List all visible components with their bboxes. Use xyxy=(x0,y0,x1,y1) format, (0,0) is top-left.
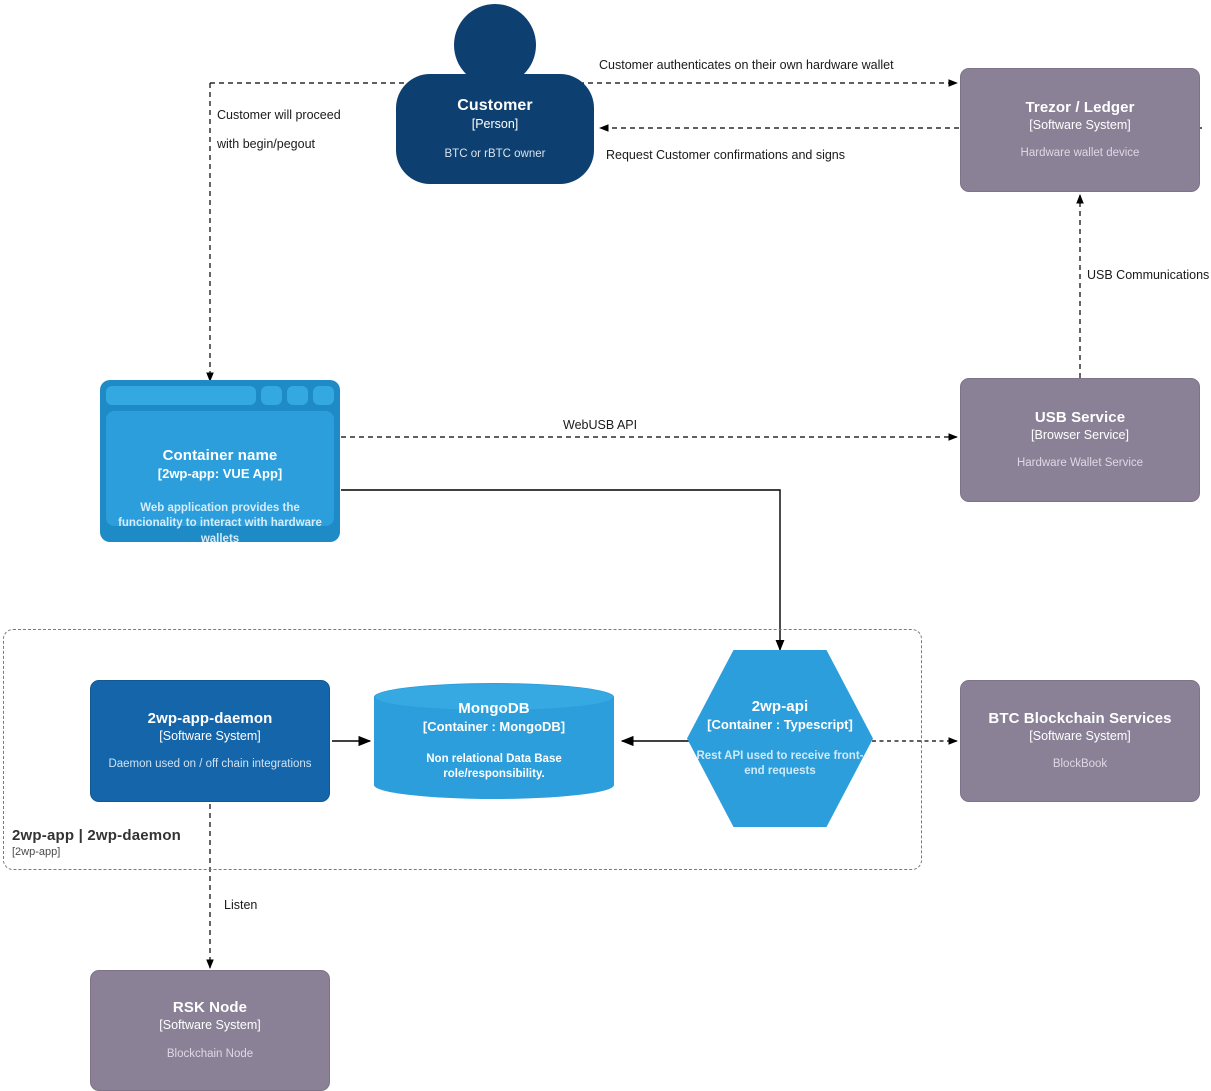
node-rsk-node[interactable]: RSK Node [Software System] Blockchain No… xyxy=(90,970,330,1091)
edge-label-customer-proceed-line1: Customer will proceed xyxy=(217,108,341,122)
mongodb-description: Non relational Data Base role/responsibi… xyxy=(426,753,562,781)
mongodb-title: MongoDB xyxy=(458,699,530,717)
edge-app-to-api xyxy=(341,489,785,652)
browser-close-button[interactable] xyxy=(313,386,334,405)
edge-label-customer-authenticates: Customer authenticates on their own hard… xyxy=(599,58,894,72)
node-btc-blockchain-services[interactable]: BTC Blockchain Services [Software System… xyxy=(960,680,1200,802)
edge-label-customer-proceed-line2: with begin/pegout xyxy=(217,137,315,151)
btc-services-type: [Software System] xyxy=(1029,728,1131,743)
btc-services-description: BlockBook xyxy=(1052,758,1108,771)
mongodb-text: MongoDB [Container : MongoDB] Non relati… xyxy=(374,683,614,799)
edge-label-listen: Listen xyxy=(224,898,258,912)
browser-title-bar xyxy=(106,386,334,405)
cylinder-bottom xyxy=(374,771,614,799)
node-customer[interactable]: Customer [Person] BTC or rBTC owner xyxy=(396,4,594,184)
btc-services-title: BTC Blockchain Services xyxy=(988,709,1172,727)
daemon-title: 2wp-app-daemon xyxy=(147,709,273,727)
usb-service-description: Hardware Wallet Service xyxy=(1016,457,1144,470)
trezor-ledger-type: [Software System] xyxy=(1029,117,1131,132)
cylinder-top xyxy=(374,683,614,711)
person-head-icon xyxy=(454,4,536,86)
container-name-type: [2wp-app: VUE App] xyxy=(157,466,283,482)
browser-address-bar[interactable] xyxy=(106,386,256,405)
api-type: [Container : Typescript] xyxy=(707,717,853,733)
browser-maximize-button[interactable] xyxy=(287,386,308,405)
api-description: Rest API used to receive front-end reque… xyxy=(696,750,864,778)
node-container-name[interactable]: Container name [2wp-app: VUE App] Web ap… xyxy=(100,380,340,545)
rsk-node-title: RSK Node xyxy=(172,999,248,1017)
container-name-description: Web application provides the funcionalit… xyxy=(118,501,322,545)
node-usb-service[interactable]: USB Service [Browser Service] Hardware W… xyxy=(960,378,1200,502)
usb-service-title: USB Service xyxy=(1034,408,1126,426)
node-trezor-ledger[interactable]: Trezor / Ledger [Software System] Hardwa… xyxy=(960,68,1200,192)
boundary-type: [2wp-app] xyxy=(12,846,61,858)
browser-minimize-button[interactable] xyxy=(261,386,282,405)
daemon-description: Daemon used on / off chain integrations xyxy=(108,758,312,771)
edge-label-request-confirmations: Request Customer confirmations and signs xyxy=(606,148,846,162)
edge-label-webusb-api: WebUSB API xyxy=(563,418,638,432)
boundary-label: 2wp-app | 2wp-daemon [2wp-app] xyxy=(12,827,181,858)
customer-type: [Person] xyxy=(471,116,519,131)
customer-body: Customer [Person] BTC or rBTC owner xyxy=(396,74,594,184)
node-2wp-api[interactable]: 2wp-api [Container : Typescript] Rest AP… xyxy=(687,650,873,827)
browser-content: Container name [2wp-app: VUE App] Web ap… xyxy=(106,411,334,545)
node-mongodb[interactable]: MongoDB [Container : MongoDB] Non relati… xyxy=(374,683,614,799)
boundary-title: 2wp-app | 2wp-daemon xyxy=(12,827,182,844)
customer-title: Customer xyxy=(457,96,533,114)
rsk-node-description: Blockchain Node xyxy=(166,1047,254,1060)
api-title: 2wp-api xyxy=(751,697,809,715)
rsk-node-type: [Software System] xyxy=(159,1018,261,1033)
cylinder-body xyxy=(374,697,614,785)
edge-label-usb-communications: USB Communications xyxy=(1087,268,1210,282)
hexagon-shape xyxy=(687,650,873,827)
trezor-ledger-description: Hardware wallet device xyxy=(1020,147,1140,160)
node-2wp-app-daemon[interactable]: 2wp-app-daemon [Software System] Daemon … xyxy=(90,680,330,802)
boundary-2wp-app xyxy=(3,629,922,870)
trezor-ledger-title: Trezor / Ledger xyxy=(1025,98,1135,116)
usb-service-type: [Browser Service] xyxy=(1031,427,1129,442)
customer-description: BTC or rBTC owner xyxy=(444,147,546,160)
api-text: 2wp-api [Container : Typescript] Rest AP… xyxy=(687,650,873,827)
daemon-type: [Software System] xyxy=(159,728,261,743)
mongodb-type: [Container : MongoDB] xyxy=(422,719,566,735)
container-name-title: Container name xyxy=(162,447,278,464)
